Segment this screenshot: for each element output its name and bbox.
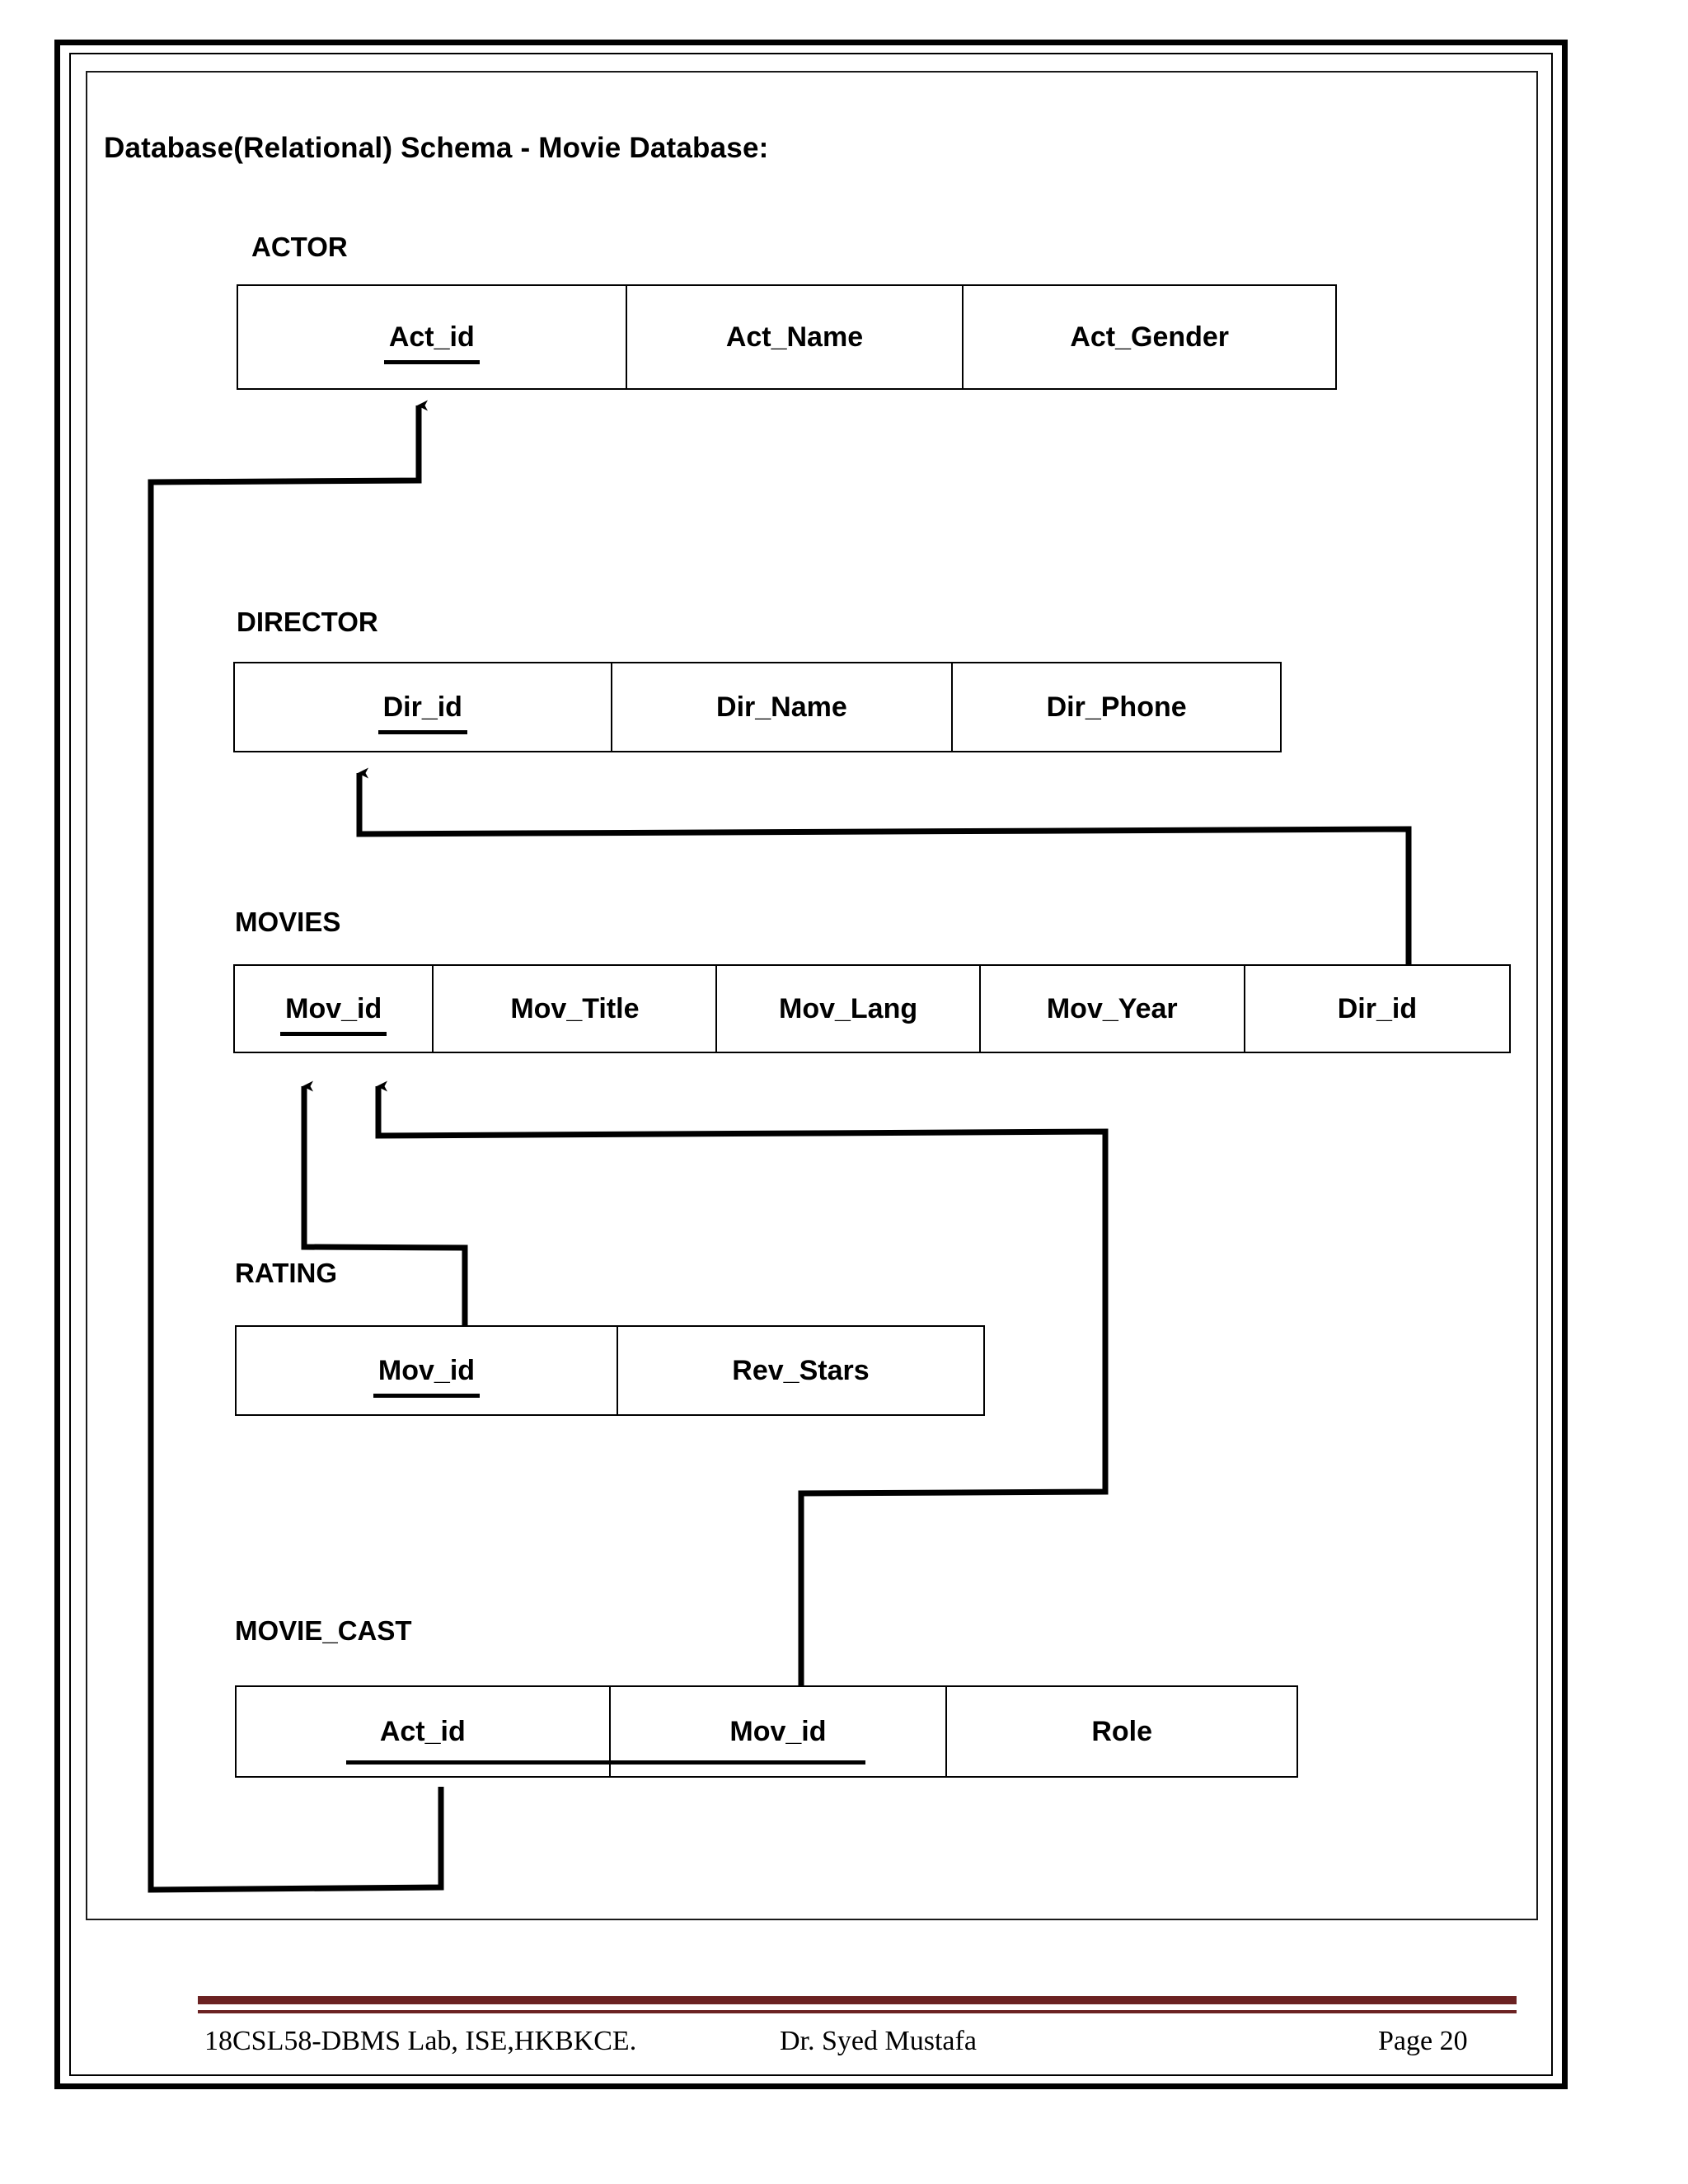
composite-primary-key-underline xyxy=(346,1760,865,1765)
attribute-cell-rating-mov-id: Mov_id xyxy=(237,1327,618,1414)
relation-name-movies: MOVIES xyxy=(235,907,341,937)
page-border-inner xyxy=(69,53,1553,2076)
relation-table-actor: Act_id Act_Name Act_Gender xyxy=(237,284,1337,390)
attribute-label-act-gender: Act_Gender xyxy=(1070,321,1230,353)
footer-rule-thick xyxy=(198,1996,1517,2004)
relation-table-rating: Mov_id Rev_Stars xyxy=(235,1325,985,1416)
attribute-label-rating-mov-id: Mov_id xyxy=(373,1354,481,1398)
page-border-outer xyxy=(54,40,1568,2089)
footer-course-label: 18CSL58-DBMS Lab, ISE,HKBKCE. xyxy=(204,2026,637,2056)
attribute-label-act-name: Act_Name xyxy=(725,321,864,353)
footer-page-number: Page 20 xyxy=(1378,2026,1468,2056)
attribute-label-dir-id: Dir_id xyxy=(377,691,468,734)
attribute-label-cast-mov-id: Mov_id xyxy=(729,1715,827,1747)
relation-name-actor: ACTOR xyxy=(251,232,348,262)
attribute-label-cast-role: Role xyxy=(1091,1715,1152,1747)
attribute-cell-dir-phone: Dir_Phone xyxy=(953,663,1280,751)
attribute-cell-cast-role: Role xyxy=(947,1687,1296,1776)
attribute-label-mov-year: Mov_Year xyxy=(1046,992,1178,1024)
relation-table-movies: Mov_id Mov_Title Mov_Lang Mov_Year Dir_i… xyxy=(233,964,1511,1053)
attribute-cell-mov-title: Mov_Title xyxy=(434,966,718,1052)
attribute-cell-act-gender: Act_Gender xyxy=(964,286,1335,388)
attribute-cell-mov-year: Mov_Year xyxy=(981,966,1245,1052)
attribute-cell-cast-act-id: Act_id xyxy=(237,1687,611,1776)
attribute-label-dir-name: Dir_Name xyxy=(716,691,847,723)
attribute-cell-rev-stars: Rev_Stars xyxy=(618,1327,983,1414)
attribute-cell-dir-id: Dir_id xyxy=(235,663,612,751)
attribute-label-mov-id: Mov_id xyxy=(280,992,387,1036)
relation-name-movie-cast: MOVIE_CAST xyxy=(235,1615,412,1646)
attribute-label-movies-dir-id: Dir_id xyxy=(1337,992,1418,1024)
attribute-label-act-id: Act_id xyxy=(383,321,480,364)
attribute-cell-cast-mov-id: Mov_id xyxy=(611,1687,948,1776)
attribute-cell-act-id: Act_id xyxy=(238,286,627,388)
attribute-label-mov-lang: Mov_Lang xyxy=(779,992,918,1024)
relation-name-rating: RATING xyxy=(235,1258,338,1288)
attribute-cell-movies-dir-id: Dir_id xyxy=(1245,966,1509,1052)
relation-name-director: DIRECTOR xyxy=(237,607,378,637)
page-title: Database(Relational) Schema - Movie Data… xyxy=(104,132,769,164)
attribute-cell-dir-name: Dir_Name xyxy=(612,663,954,751)
footer-rule-thin xyxy=(198,2010,1517,2013)
attribute-label-mov-title: Mov_Title xyxy=(510,992,640,1024)
attribute-label-cast-act-id: Act_id xyxy=(379,1715,466,1747)
attribute-cell-mov-id: Mov_id xyxy=(235,966,434,1052)
attribute-label-dir-phone: Dir_Phone xyxy=(1046,691,1187,723)
attribute-cell-mov-lang: Mov_Lang xyxy=(717,966,981,1052)
footer-author-label: Dr. Syed Mustafa xyxy=(780,2026,977,2056)
attribute-label-rev-stars: Rev_Stars xyxy=(732,1354,870,1386)
relation-table-director: Dir_id Dir_Name Dir_Phone xyxy=(233,662,1282,752)
attribute-cell-act-name: Act_Name xyxy=(627,286,964,388)
